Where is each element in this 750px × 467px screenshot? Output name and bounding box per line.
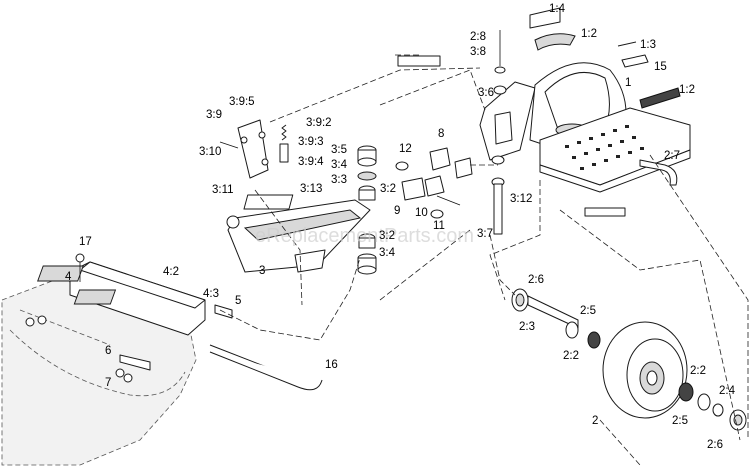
callout-l-2-2a: 2:2 xyxy=(563,350,579,362)
callout-l-5: 5 xyxy=(235,295,241,307)
rod-16 xyxy=(209,344,323,391)
callout-l-2-4: 2:4 xyxy=(719,385,736,397)
callout-l-2-5a: 2:5 xyxy=(580,305,596,317)
caster-fork xyxy=(479,30,536,235)
callout-l-2-7: 2:7 xyxy=(664,150,680,162)
callout-l-6: 6 xyxy=(105,345,111,357)
callout-l-3-9-3: 3:9:3 xyxy=(298,136,324,148)
callout-l-3-4a: 3:4 xyxy=(331,159,348,171)
callout-l-3-9-4: 3:9:4 xyxy=(298,156,324,168)
callout-l-3-6: 3:6 xyxy=(478,87,494,99)
callout-l-4-3: 4:3 xyxy=(203,288,219,300)
callout-l-1: 1 xyxy=(625,77,631,89)
callout-l-2: 2 xyxy=(592,415,598,427)
mower-deck xyxy=(1,277,197,466)
callout-l-3-9-2: 3:9:2 xyxy=(306,117,332,129)
callout-l-3-5: 3:5 xyxy=(331,144,347,156)
callout-l-2-5b: 2:5 xyxy=(672,415,688,427)
callout-l-3-12: 3:12 xyxy=(510,193,532,205)
callout-l-2-6a: 2:6 xyxy=(528,274,544,286)
callout-l-4: 4 xyxy=(65,271,72,283)
callout-l-3-2b: 3:2 xyxy=(379,230,395,242)
bushing-stack xyxy=(357,145,377,275)
callout-l-1-3: 1:3 xyxy=(640,39,656,51)
assembly-lines xyxy=(219,54,749,466)
callout-l-8: 8 xyxy=(438,128,444,140)
callout-l-1-2b: 1:2 xyxy=(679,84,695,96)
tire xyxy=(602,321,747,431)
callout-l-4-2: 4:2 xyxy=(163,266,179,278)
callout-labels: 1:4 2:8 1:2 3:8 1:3 15 1 3:6 1:2 3:9:5 3:9 3:9:2 3:9… xyxy=(65,3,736,451)
callout-l-16: 16 xyxy=(325,359,338,371)
callout-l-3-4b: 3:4 xyxy=(379,247,396,259)
callout-l-3-3: 3:3 xyxy=(331,174,347,186)
callout-l-2-6b: 2:6 xyxy=(707,439,723,451)
axle-assembly xyxy=(511,288,601,349)
callout-l-12: 12 xyxy=(399,143,412,155)
callout-l-15: 15 xyxy=(654,61,667,73)
small-brackets xyxy=(395,147,473,219)
callout-l-3: 3 xyxy=(259,265,265,277)
watermark: eReplacementParts.com xyxy=(255,225,474,247)
deck-bracket xyxy=(25,253,233,383)
callout-l-11: 11 xyxy=(433,220,445,232)
callout-l-2-8: 2:8 xyxy=(470,31,486,43)
callout-l-3-13: 3:13 xyxy=(300,183,322,195)
callout-l-7: 7 xyxy=(105,377,111,389)
pivot-tube xyxy=(226,194,371,273)
callout-l-3-9: 3:9 xyxy=(206,109,222,121)
callout-l-9: 9 xyxy=(394,205,400,217)
decals xyxy=(397,7,681,217)
callout-l-10: 10 xyxy=(415,207,428,219)
callout-l-3-9-5: 3:9:5 xyxy=(229,96,255,108)
bracket-arm xyxy=(219,119,269,179)
callout-l-3-8: 3:8 xyxy=(470,46,486,58)
footplate xyxy=(539,107,691,193)
callout-l-1-4: 1:4 xyxy=(549,3,566,15)
callout-l-3-2a: 3:2 xyxy=(380,183,396,195)
callout-l-2-3: 2:3 xyxy=(519,321,535,333)
callout-l-3-11: 3:11 xyxy=(212,184,234,196)
callout-l-3-7: 3:7 xyxy=(477,228,493,240)
callout-l-3-10: 3:10 xyxy=(199,146,221,158)
spring xyxy=(279,124,289,163)
callout-l-1-2a: 1:2 xyxy=(581,28,597,40)
callout-l-2-2b: 2:2 xyxy=(690,365,706,377)
callout-l-17: 17 xyxy=(79,236,92,248)
